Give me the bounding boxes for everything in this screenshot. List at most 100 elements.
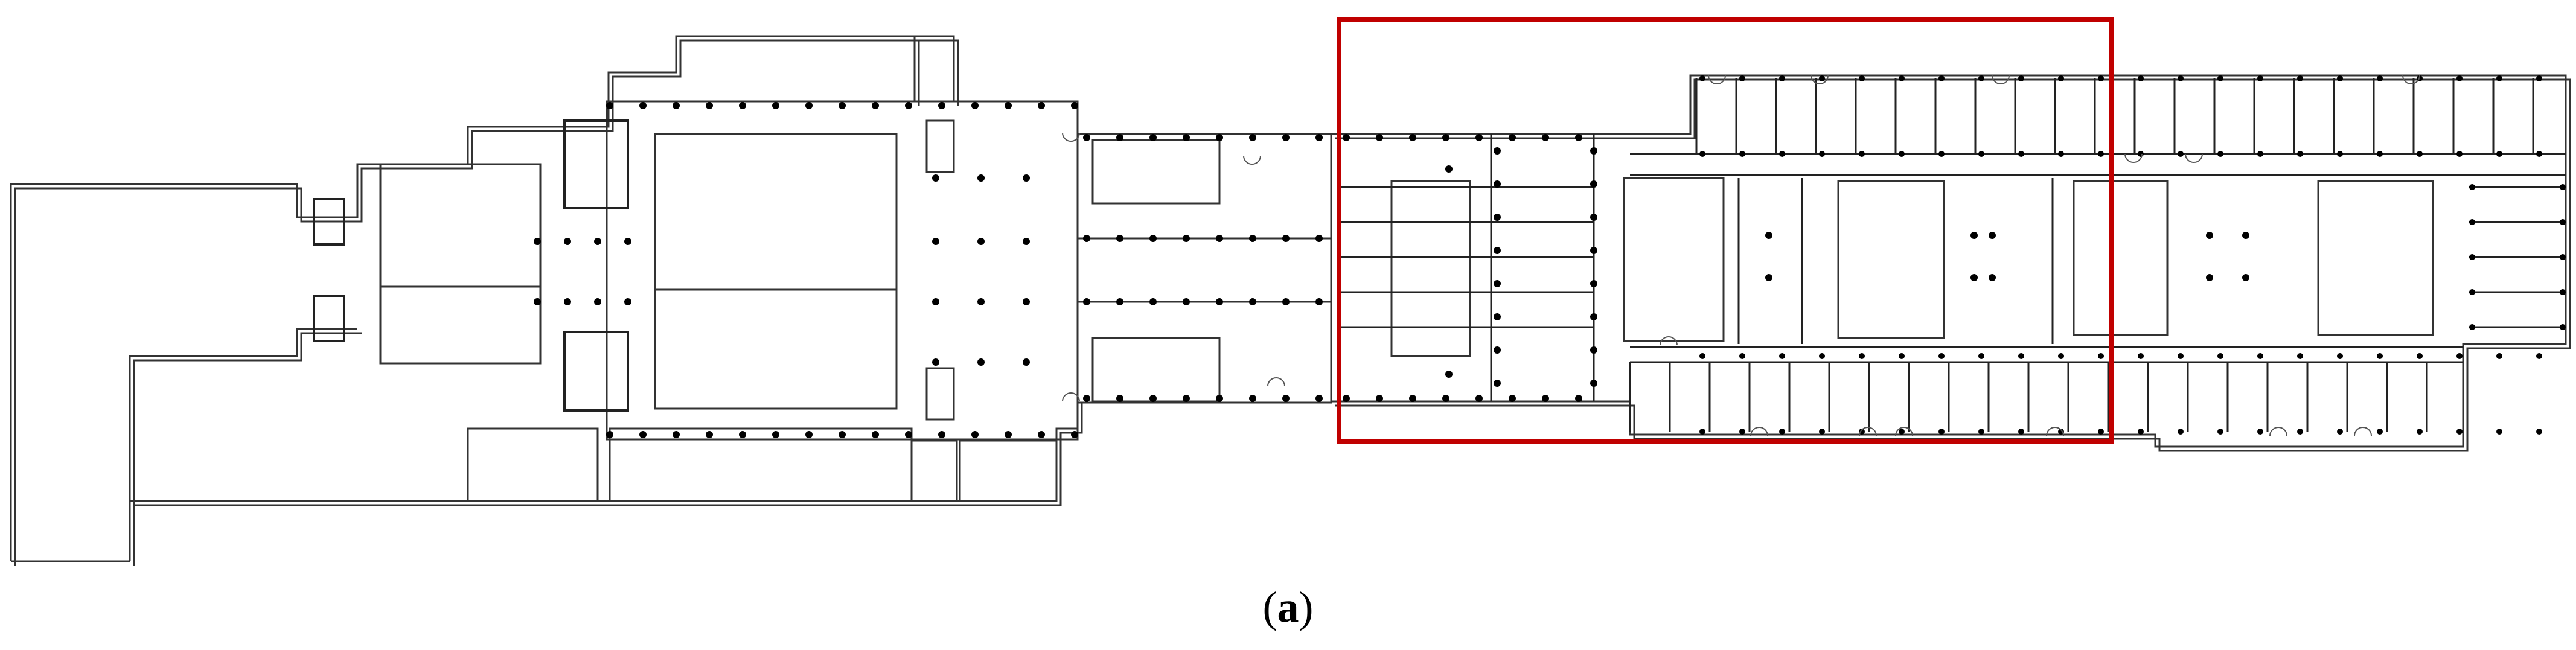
column-dot xyxy=(2377,429,2383,435)
column-dot xyxy=(2377,151,2383,157)
door-swing xyxy=(1750,427,1768,436)
column-dot xyxy=(1494,313,1501,320)
column-dot xyxy=(739,431,746,438)
column-dot xyxy=(1970,232,1978,239)
south-annex-a xyxy=(467,427,599,502)
column-dot xyxy=(1819,353,1825,359)
column-dot xyxy=(1071,102,1078,109)
column-dot xyxy=(905,102,912,109)
column-dot xyxy=(1494,280,1501,287)
door-swing xyxy=(1660,336,1678,346)
column-dot xyxy=(1083,235,1090,242)
column-dot xyxy=(2206,232,2213,239)
column-dot xyxy=(673,102,680,109)
door-swing xyxy=(1243,155,1261,165)
courtyard-south xyxy=(1091,337,1221,403)
column-dot xyxy=(2536,75,2542,81)
sw-wall xyxy=(133,332,362,505)
column-dot xyxy=(2469,289,2475,295)
column-dot xyxy=(2098,75,2104,81)
door-swing xyxy=(1062,392,1080,402)
column-dot xyxy=(1494,214,1501,221)
column-dot xyxy=(1475,134,1483,141)
door-swing xyxy=(1708,75,1726,84)
column-dot xyxy=(2058,151,2064,157)
column-dot xyxy=(839,431,846,438)
column-dot xyxy=(1779,151,1785,157)
column-dot xyxy=(1938,353,1945,359)
column-dot xyxy=(1699,429,1705,435)
column-dot xyxy=(2560,254,2566,260)
column-dot xyxy=(1071,431,1078,438)
column-dot xyxy=(624,238,631,245)
column-dot xyxy=(2178,75,2184,81)
column-dot xyxy=(1149,395,1157,402)
column-dot xyxy=(1038,102,1045,109)
column-dot xyxy=(2018,151,2024,157)
column-dot xyxy=(706,431,713,438)
column-dot xyxy=(1542,134,1549,141)
column-dot xyxy=(1494,147,1501,155)
column-dot xyxy=(1938,75,1945,81)
column-dot xyxy=(1216,235,1223,242)
column-dot xyxy=(977,358,985,366)
open-court-a xyxy=(1623,177,1725,342)
column-dot xyxy=(2058,75,2064,81)
door-swing xyxy=(1811,75,1829,84)
column-dot xyxy=(1509,134,1516,141)
column-dot xyxy=(1343,395,1350,402)
column-dot xyxy=(932,358,939,366)
column-dot xyxy=(1590,147,1597,155)
column-dot xyxy=(1978,353,1984,359)
column-dot xyxy=(1216,395,1223,402)
column-dot xyxy=(905,431,912,438)
column-dot xyxy=(1819,151,1825,157)
column-dot xyxy=(2178,353,2184,359)
column-dot xyxy=(2217,75,2223,81)
column-dot xyxy=(1494,180,1501,188)
column-dot xyxy=(2297,75,2303,81)
column-dot xyxy=(606,431,613,438)
column-dot xyxy=(2257,353,2263,359)
highlight-rectangle xyxy=(1337,17,2114,444)
column-dot xyxy=(1494,346,1501,354)
column-dot xyxy=(2206,274,2213,281)
column-dot xyxy=(2098,353,2104,359)
column-dot xyxy=(534,298,541,305)
column-dot xyxy=(2018,429,2024,435)
column-dot xyxy=(2217,429,2223,435)
column-dot xyxy=(1116,134,1123,141)
column-dot xyxy=(1038,431,1045,438)
column-dot xyxy=(1899,75,1905,81)
column-dot xyxy=(1249,298,1256,305)
open-court-d xyxy=(2317,180,2434,336)
room-block xyxy=(563,119,629,209)
door-swings xyxy=(1062,75,2420,436)
column-dot xyxy=(2242,274,2249,281)
column-dot xyxy=(872,102,879,109)
column-dot xyxy=(1575,395,1582,402)
column-dot xyxy=(977,174,985,182)
column-dot xyxy=(772,102,779,109)
column-dot xyxy=(2496,151,2502,157)
column-dot xyxy=(2058,353,2064,359)
column-dot xyxy=(624,298,631,305)
column-dot xyxy=(1590,280,1597,287)
outer-boundary-wall xyxy=(14,39,920,566)
stair-box xyxy=(925,119,955,173)
column-dot xyxy=(2456,353,2463,359)
column-dot xyxy=(1023,358,1030,366)
column-dot xyxy=(534,238,541,245)
column-dot xyxy=(1005,431,1012,438)
courtyard-north xyxy=(1091,139,1221,205)
west-vestibule xyxy=(313,198,345,246)
west-vestibule xyxy=(313,295,345,342)
column-dot xyxy=(1315,395,1323,402)
column-dot xyxy=(2217,151,2223,157)
column-dot xyxy=(1590,180,1597,188)
main-hall-outline xyxy=(606,100,1079,441)
connector-block xyxy=(1076,133,1332,404)
caption-open-paren: ( xyxy=(1262,583,1277,631)
column-dot xyxy=(1938,151,1945,157)
column-dot xyxy=(1779,429,1785,435)
